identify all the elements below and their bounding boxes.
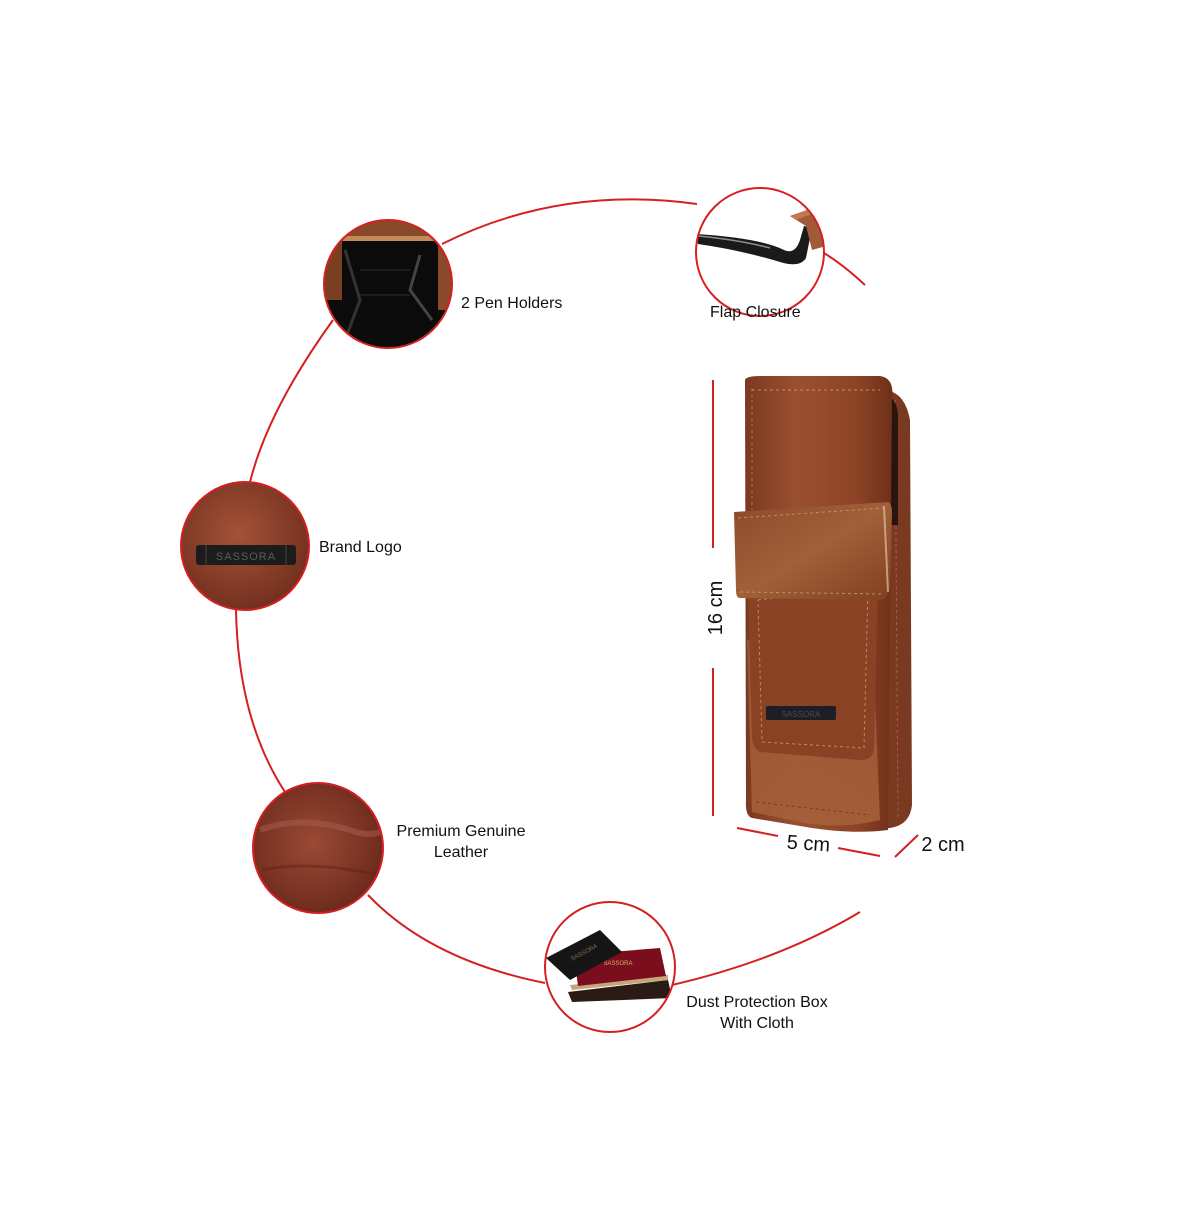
brand-logo-plate-text: SASSORA (216, 551, 276, 563)
feature-genuine-leather-label-line1: Premium Genuine (396, 823, 526, 840)
dimension-depth-label: 2 cm (921, 834, 964, 856)
feature-pen-holders-image (323, 219, 453, 349)
product-logo-plate (766, 706, 836, 720)
feature-genuine-leather-label: Premium Genuine Leather (386, 821, 536, 863)
feature-flap-closure-label: Flap Closure (710, 304, 801, 321)
feature-pen-holders-label: 2 Pen Holders (461, 295, 563, 312)
dimension-height-label: 16 cm (705, 581, 727, 635)
feature-dust-box-label: Dust Protection Box With Cloth (674, 992, 840, 1034)
feature-dust-box-image: SASSORA SASSORA (544, 901, 676, 1033)
feature-brand-logo-image: SASSORA (180, 481, 310, 611)
svg-text:SASSORA: SASSORA (603, 961, 632, 967)
feature-dust-box-label-line2: With Cloth (720, 1015, 794, 1032)
feature-dust-box-label-line1: Dust Protection Box (686, 994, 828, 1011)
feature-flap-closure-image (695, 187, 825, 317)
product-pen-pouch: SASSORA (734, 376, 912, 832)
feature-brand-logo-label: Brand Logo (319, 539, 402, 556)
dimension-depth: 2 cm (894, 834, 965, 858)
product-logo-text: SASSORA (782, 710, 821, 719)
feature-genuine-leather-label-line2: Leather (433, 844, 489, 861)
dimension-width: 5 cm (736, 827, 881, 857)
dimension-width-label: 5 cm (786, 832, 831, 857)
connector-arc (235, 198, 866, 986)
dimension-height: 16 cm (705, 380, 727, 816)
feature-genuine-leather-image (252, 782, 384, 914)
